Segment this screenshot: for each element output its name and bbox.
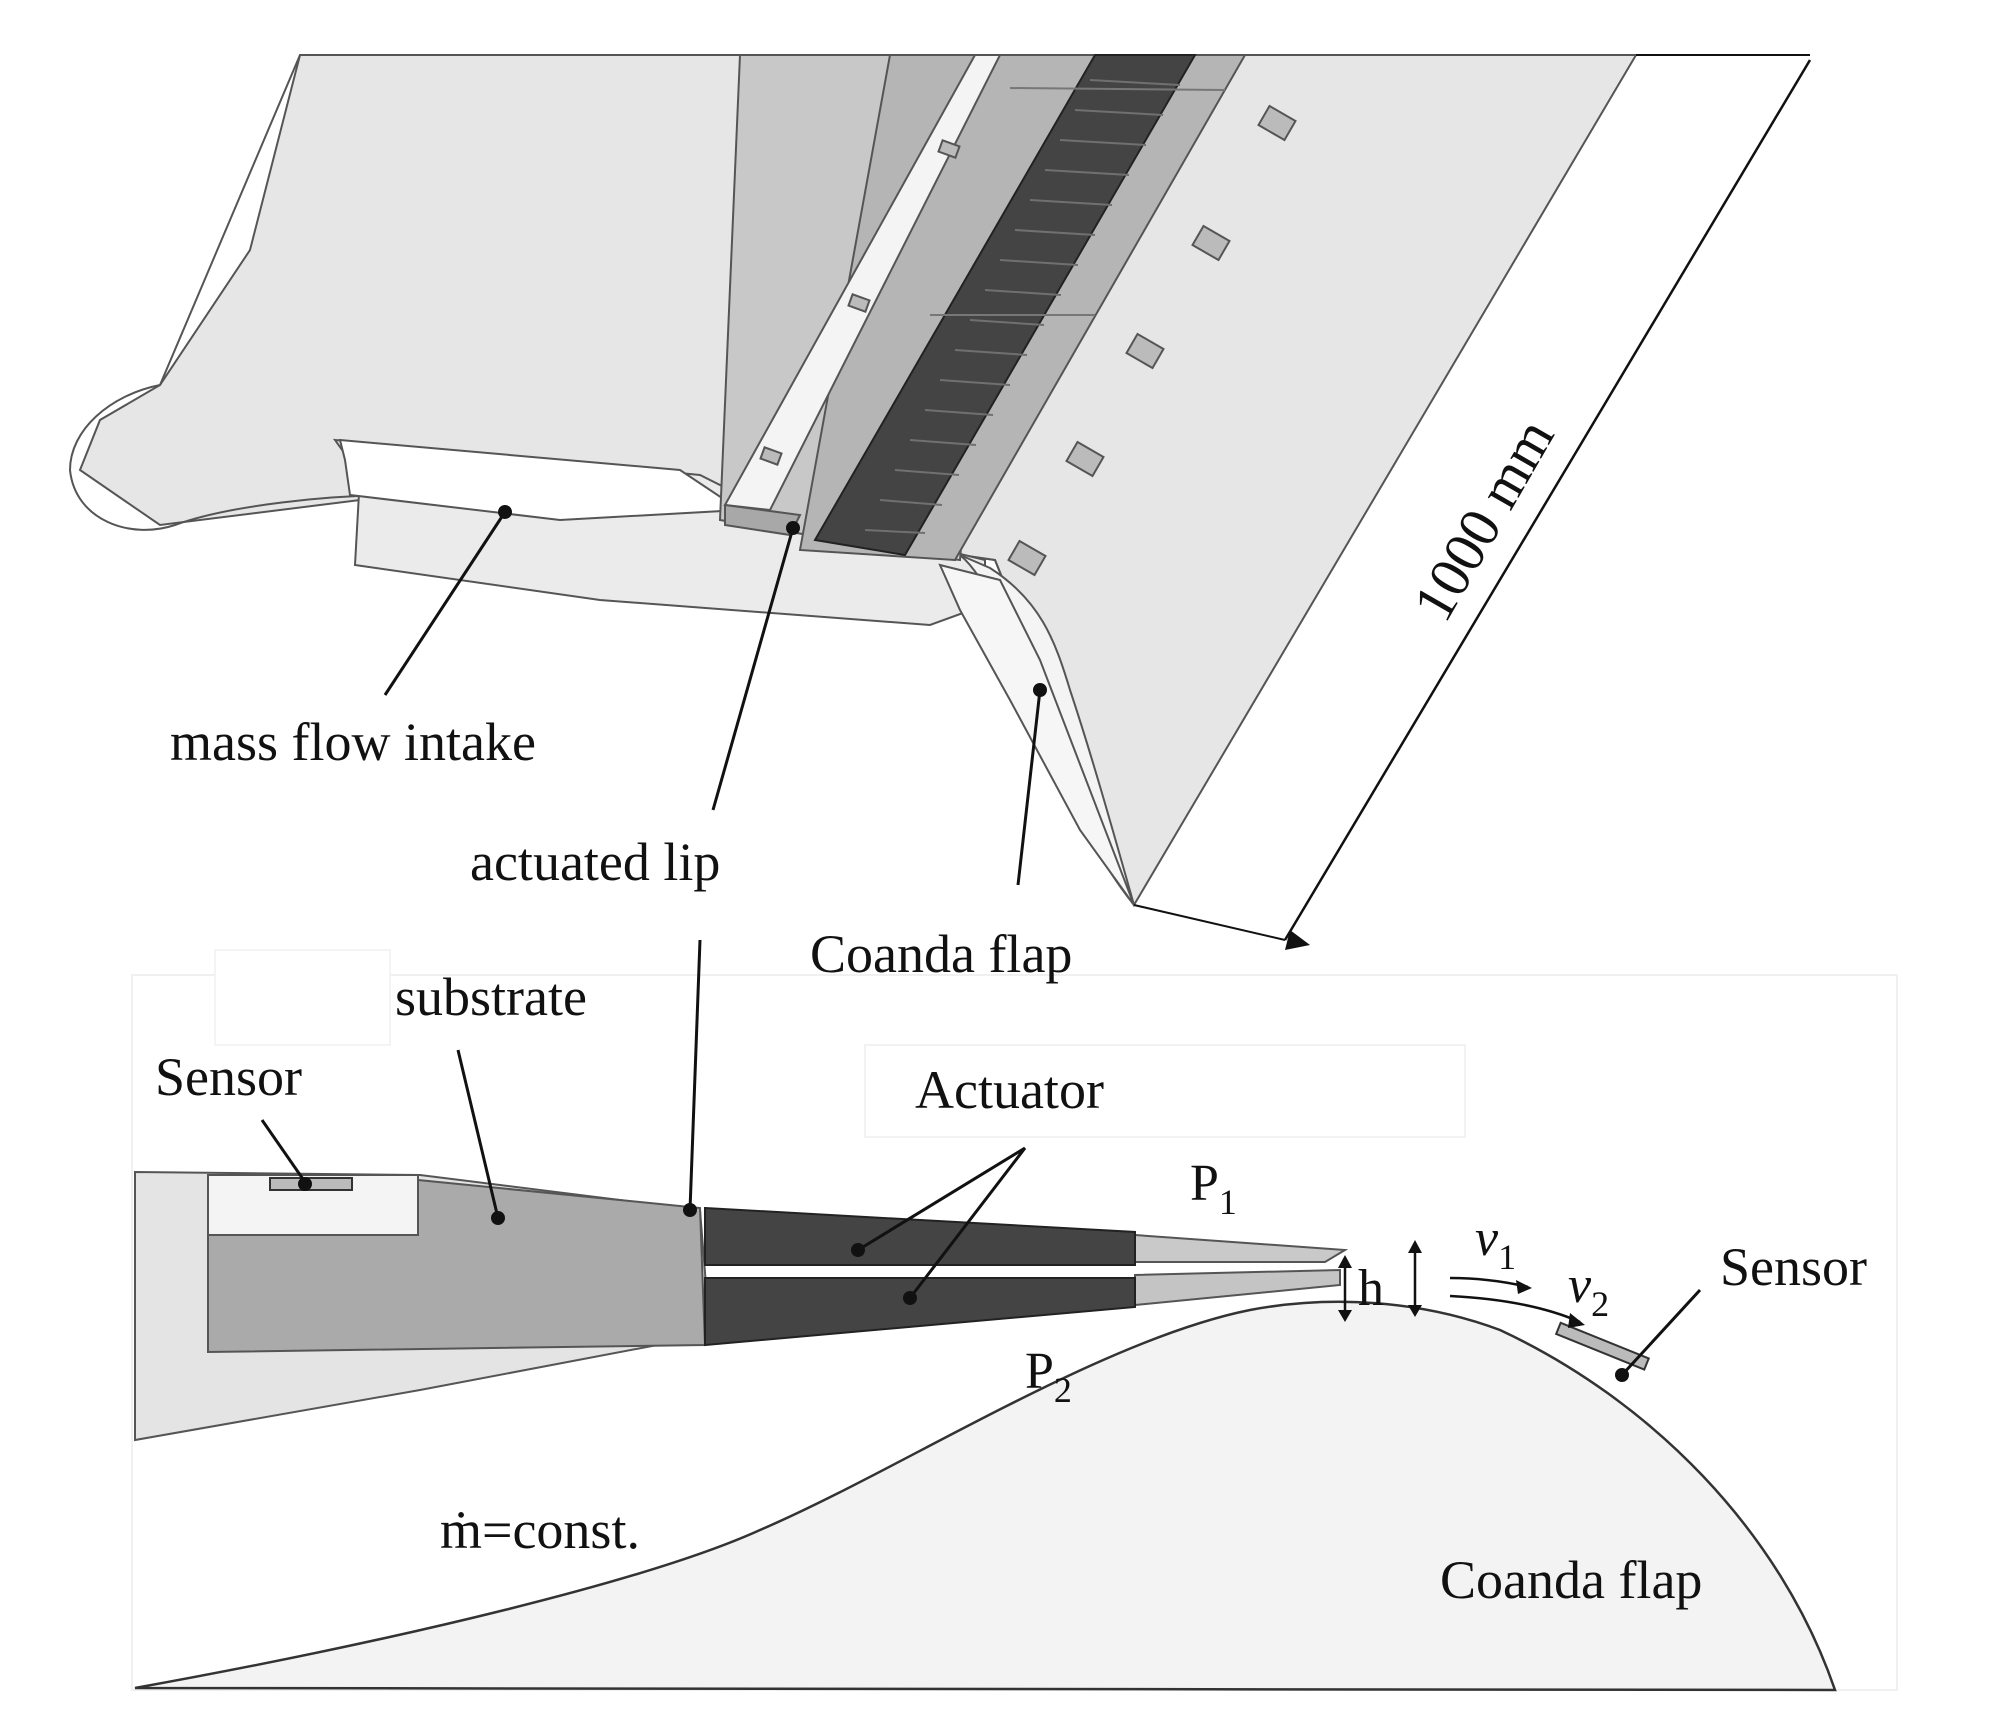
coanda-flap-side [938, 563, 1135, 906]
leader-sensor-left [260, 1119, 307, 1183]
label-p2: P2 [1025, 1343, 1072, 1410]
dimension-label: 1000 mm [1400, 408, 1567, 632]
sensor-right-pad [1554, 1321, 1651, 1371]
wing-leading-edge [68, 54, 1135, 906]
actuator-stack [813, 54, 1197, 557]
text-labels: mass flow intake actuated lip Coanda fla… [155, 712, 1867, 1610]
label-mass-flow-intake: mass flow intake [170, 712, 536, 772]
label-v1: v1 [1475, 1210, 1516, 1277]
leader-substrate [456, 1049, 500, 1219]
mass-flow-intake-opening [338, 438, 744, 522]
actuator-lower [704, 1277, 1136, 1347]
label-box-blank [214, 949, 391, 1046]
actuator-stack-segments [864, 79, 1181, 534]
leader-actuator-upper [857, 1146, 1026, 1252]
label-coanda-flap-top: Coanda flap [810, 924, 1072, 984]
leader-actuated-lip-section [688, 939, 702, 1211]
leader-lines [260, 505, 1702, 1382]
jet-flow-arrows [1449, 1276, 1585, 1328]
gap-h-markers [1338, 1240, 1422, 1322]
label-box-actuator [864, 1044, 1466, 1138]
dimension-line [1283, 59, 1812, 941]
label-sensor-right: Sensor [1720, 1237, 1867, 1297]
label-v2: v2 [1568, 1257, 1609, 1324]
substrate-block [207, 1178, 707, 1354]
leader-sensor-right [1620, 1288, 1702, 1377]
cross-section-view [131, 949, 1898, 1692]
label-sensor-left: Sensor [155, 1047, 302, 1107]
label-p1: P1 [1190, 1155, 1237, 1222]
label-h: h [1358, 1260, 1384, 1317]
leader-actuated-lip [711, 527, 795, 811]
label-actuator: Actuator [915, 1060, 1104, 1120]
label-actuated-lip: actuated lip [470, 832, 720, 892]
actuator-upper [704, 1206, 1136, 1266]
label-mdot: ṁ=const. [440, 1500, 640, 1560]
leader-mass-flow-intake [383, 511, 507, 696]
dimension-arrow [1285, 930, 1310, 950]
wing-3d-view: 1000 mm [68, 54, 1812, 950]
sensor-pads [759, 104, 1297, 577]
leader-actuator-lower [908, 1147, 1027, 1299]
leader-coanda-flap-top [1016, 689, 1042, 886]
label-substrate: substrate [395, 967, 587, 1027]
label-coanda-flap-bottom: Coanda flap [1440, 1550, 1702, 1610]
rail-joints [930, 87, 1226, 316]
flow-arrow-v2 [1449, 1294, 1581, 1324]
coanda-flap-body [134, 1300, 1837, 1692]
